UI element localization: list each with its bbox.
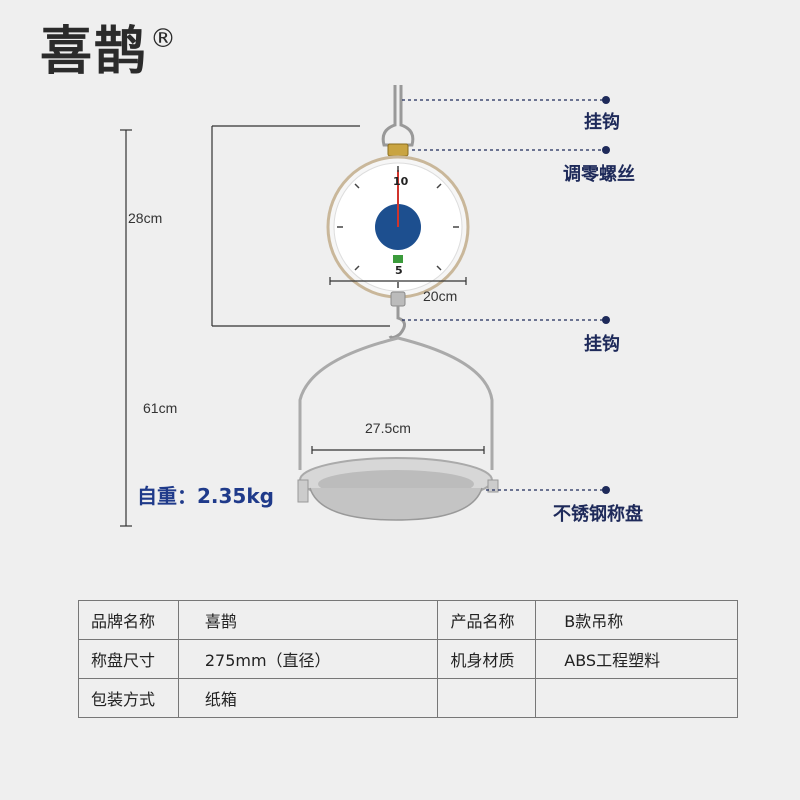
registered-mark: ® <box>150 24 179 54</box>
callout-lines <box>402 99 606 491</box>
table-row: 称盘尺寸 275mm（直径） 机身材质 ABS工程塑料 <box>78 639 738 679</box>
table-row: 包装方式 纸箱 <box>78 678 738 718</box>
spec-label: 包装方式 <box>78 678 179 718</box>
top-hook <box>381 85 415 147</box>
dial-ticks <box>337 166 459 288</box>
dial-width-dimension <box>329 277 467 285</box>
dial-number-top: 10 <box>393 175 409 188</box>
spec-table: 品牌名称 喜鹊 产品名称 B款吊称 称盘尺寸 275mm（直径） 机身材质 AB… <box>78 600 738 718</box>
spec-label: 品牌名称 <box>78 600 179 640</box>
spec-value: B款吊称 <box>535 600 738 640</box>
table-row: 品牌名称 喜鹊 产品名称 B款吊称 <box>78 600 738 640</box>
spec-value: ABS工程塑料 <box>535 639 738 679</box>
total-height-label: 61cm <box>143 400 178 416</box>
spec-value <box>535 678 738 718</box>
pan-width-dimension <box>311 446 485 454</box>
pan-hanger <box>298 336 494 470</box>
spec-value: 275mm（直径） <box>177 639 439 679</box>
head-height-dimension <box>211 125 390 327</box>
zero-screw <box>387 143 409 157</box>
stainless-pan <box>299 457 493 521</box>
spec-label <box>437 678 537 718</box>
bottom-hook-label: 挂钩 <box>584 334 620 355</box>
dial-number-bottom: 5 <box>395 264 403 277</box>
head-height-label: 28cm <box>128 210 163 226</box>
self-weight-label: 自重：2.35kg <box>137 484 274 508</box>
pan-label: 不锈钢称盘 <box>553 504 643 525</box>
top-hook-label: 挂钩 <box>584 112 620 133</box>
brand-name: 喜鹊 <box>40 22 149 82</box>
zero-screw-label: 调零螺丝 <box>563 164 635 185</box>
spec-label: 产品名称 <box>437 600 537 640</box>
callout-dots <box>602 96 610 494</box>
pan-width-label: 27.5cm <box>365 420 411 436</box>
spec-label: 称盘尺寸 <box>78 639 179 679</box>
brand-logo: 喜鹊® <box>40 26 178 78</box>
dial-width-label: 20cm <box>423 288 458 304</box>
dial <box>326 155 470 299</box>
bottom-connector <box>390 291 406 307</box>
spec-value: 喜鹊 <box>177 600 439 640</box>
bottom-hook <box>388 306 406 340</box>
total-height-dimension <box>120 129 132 527</box>
spec-label: 机身材质 <box>437 639 537 679</box>
spec-value: 纸箱 <box>177 678 439 718</box>
